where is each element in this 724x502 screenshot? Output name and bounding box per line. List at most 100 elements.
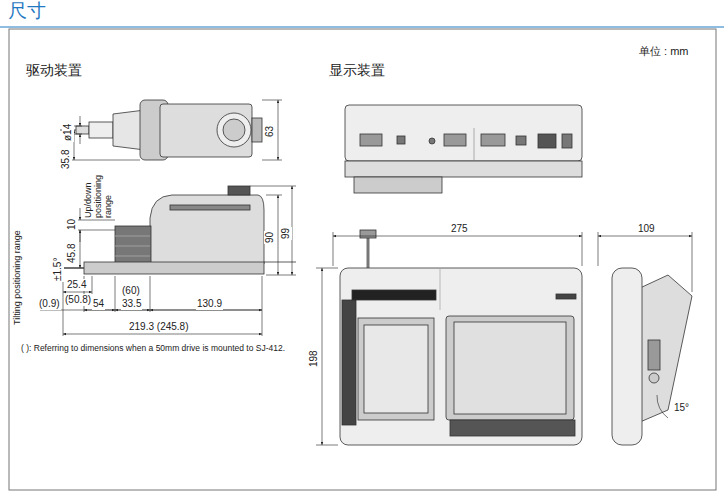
display-front-dims-part [316,268,338,269]
drive-side-dims-part [92,276,93,294]
drive-side-view-part [115,256,150,257]
display-front-view-part [556,294,576,299]
drive-top-dims-part [80,134,81,144]
dimension: 63 [264,125,276,138]
drive-top-view-part [89,122,113,138]
display-top-view-part [354,177,442,193]
drive-side-view-part [115,246,150,247]
drive-side-dims-part [63,334,262,335]
display-front-view-part [358,318,434,420]
display-front-view-part [454,322,566,414]
dimension: 109 [637,223,656,235]
drive-top-dims-part [262,160,282,161]
dimension: 130.9 [196,298,223,310]
drive-side-dims-part [292,186,293,275]
drive-side-dims-part [266,195,282,196]
dimension: (60) [121,285,141,297]
display-side-view [612,268,692,445]
dimension: ø14 [62,123,74,142]
drive-top-dims-part [278,100,279,160]
drive-side-dims-part [278,195,279,275]
dimension: 219.3 (245.8) [128,321,190,333]
display-top-view-part [429,138,435,144]
dimension: 275 [450,223,469,235]
display-front-view-part [352,290,436,300]
drive-side-dims-part [40,310,262,311]
display-side-view-part [648,340,660,370]
drive-top-view [60,100,262,160]
display-front-view [340,230,582,445]
drive-side-dims-part [150,276,151,312]
display-top-view-part [562,134,572,148]
unit-note: 单位 : mm [638,45,690,58]
dimension: 33.5 [121,298,142,310]
drive-side-dims-part [63,292,92,293]
drive-side-dims-part [115,276,116,312]
drive-top-dims-part [70,160,140,161]
display-front-view-part [360,230,376,238]
display-top-view-part [444,134,466,146]
display-side-view-part [649,373,659,383]
display-front-view-part [364,325,428,413]
display-top-view-part [474,128,475,160]
drive-side-view-part [84,262,264,274]
drive-side-dims-part [266,275,296,276]
page-title: 尺寸 [8,0,46,23]
display-front-dims-part [333,236,582,237]
frame [9,29,716,490]
display-side-dims-part [598,236,692,237]
display-top-view-part [538,134,556,148]
drive-top-dims [66,100,282,160]
display-top-view [345,105,582,193]
drive-side-view-part [150,195,264,264]
drive-side-dims-part [150,310,262,311]
drive-side-view-part [115,226,151,264]
drive-top-view-part [252,118,262,142]
display-top-view-part [360,134,382,146]
drive-top-dims-part [80,116,81,126]
drive-side-dims-part [80,208,81,220]
drive-side-view-part [115,236,150,237]
range-note: Up/down positioning range [84,165,114,219]
drive-side-view-part [264,262,296,263]
section-heading: 驱动装置 [25,62,83,78]
dimension: 90 [264,231,276,244]
dimension: 35.8 [60,149,72,170]
range-note: Tilting positioning range [12,229,22,326]
drive-side-view-part [228,186,250,195]
display-side-view-part [640,275,692,422]
display-front-view-part [446,316,574,420]
display-top-view-part [481,134,505,146]
drive-side-dims-part [262,276,263,336]
dimension: 54 [92,298,105,310]
display-side-dims-part [657,395,668,418]
display-front-dims-part [316,445,338,446]
section-heading: 显示装置 [328,62,386,78]
display-front-dims-part [582,232,583,266]
display-side-dims-part [692,232,693,292]
dimension: (0.9) [38,298,61,310]
drive-top-dims-part [74,130,75,160]
drive-top-view-part [160,104,252,157]
drive-side-dims-part [115,310,150,311]
dimension: 99 [280,227,292,240]
dimension: 45.8 [66,243,78,264]
display-front-view-part [450,420,575,436]
display-top-view-part [345,161,582,177]
dimension: 198 [308,349,320,368]
display-side-view-part [612,268,642,445]
display-side-dims-part [598,232,599,266]
drive-top-view-part [223,119,245,141]
dimension: 15° [673,402,690,414]
footnote: ( ): Referring to dimensions when a 50mm… [20,344,286,354]
drive-top-view-part [76,126,89,134]
title-rule [0,27,724,28]
display-top-view-part [345,105,582,161]
dimension: ±1.5° [52,257,64,282]
dimension: 25.4 [66,279,87,291]
display-front-dims-part [322,268,323,445]
drive-side-view-part [170,205,250,210]
drive-side-dims-part [250,186,296,187]
drive-side-view-part [64,267,84,268]
